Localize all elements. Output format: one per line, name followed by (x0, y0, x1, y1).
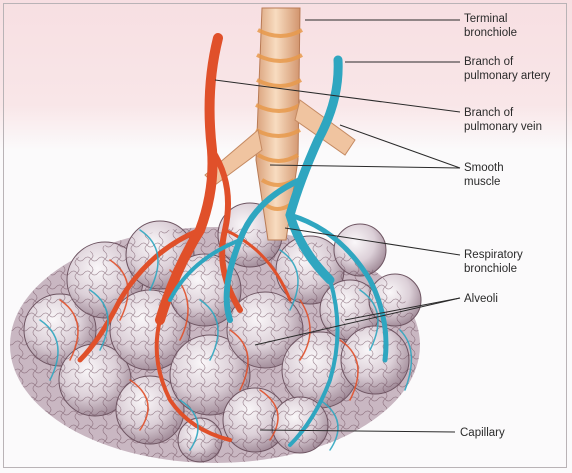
alveoli-cluster (10, 203, 421, 463)
label-pulmonary-artery: Branch of pulmonary artery (464, 55, 550, 83)
label-capillary: Capillary (460, 426, 505, 440)
label-respiratory-bronchiole: Respiratory bronchiole (464, 248, 523, 276)
label-terminal-bronchiole: Terminal bronchiole (464, 12, 517, 40)
label-pulmonary-vein: Branch of pulmonary vein (464, 106, 542, 134)
label-alveoli: Alveoli (464, 292, 498, 306)
leader-smooth-muscle-1 (340, 125, 460, 168)
leader-smooth-muscle-2 (270, 165, 460, 168)
label-smooth-muscle: Smooth muscle (464, 161, 504, 189)
